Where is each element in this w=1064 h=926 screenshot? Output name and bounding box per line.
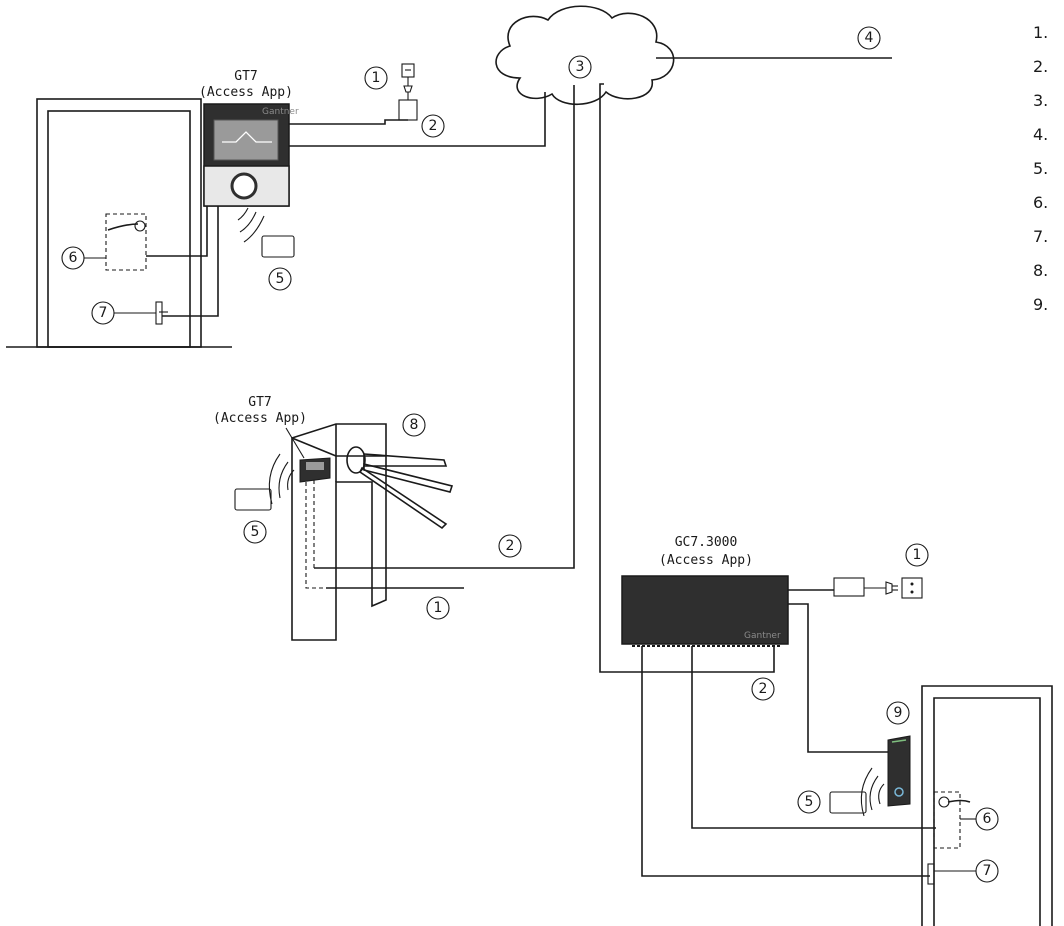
svg-text:2: 2 [506, 538, 515, 554]
svg-text:5: 5 [805, 794, 814, 810]
legend-item: 7. [1033, 227, 1048, 246]
svg-text:2: 2 [759, 681, 768, 697]
svg-text:4: 4 [865, 30, 874, 46]
callout-9: 9 [886, 701, 910, 725]
gc7-controller: Gantner [621, 575, 789, 647]
svg-text:7: 7 [983, 863, 992, 879]
legend-item: 4. [1033, 125, 1048, 144]
gt7-door-name: GT7 [234, 69, 257, 84]
svg-text:1: 1 [372, 70, 381, 86]
callout-5-door1: 5 [268, 267, 292, 291]
svg-text:8: 8 [410, 417, 419, 433]
svg-text:9: 9 [894, 705, 903, 721]
svg-text:3: 3 [576, 59, 585, 75]
card-door1 [261, 235, 295, 258]
legend-item: 9. [1033, 295, 1048, 314]
gt7-turnstile-app: (Access App) [213, 411, 307, 426]
wire-gc7-reader [788, 603, 890, 753]
callout-1-top: 1 [364, 66, 388, 90]
rf-waves-turnstile [268, 453, 295, 505]
callout-3: 3 [568, 55, 592, 79]
svg-text:6: 6 [69, 250, 78, 266]
door-2 [921, 685, 1053, 926]
wire-gt7-contact [162, 206, 219, 317]
wire-gt7-cloud [289, 92, 546, 147]
legend-list: 1. 2. 3. 4. 5. 6. 7. 8. 9. [1033, 23, 1048, 314]
wire-gt7-power [289, 119, 408, 125]
turnstile [291, 423, 454, 641]
card-reader [829, 791, 867, 814]
legend-item: 5. [1033, 159, 1048, 178]
gt7-turnstile-name: GT7 [248, 395, 271, 410]
svg-text:5: 5 [251, 524, 260, 540]
svg-text:1: 1 [434, 600, 443, 616]
door-1 [6, 98, 232, 348]
callout-1-turnstile: 1 [426, 596, 450, 620]
rf-waves-door1 [237, 207, 265, 243]
power-adapter-gc7 [788, 577, 923, 599]
legend-item: 3. [1033, 91, 1048, 110]
legend-item: 6. [1033, 193, 1048, 212]
gt7-door-terminal: Gantner [203, 103, 299, 207]
svg-text:6: 6 [983, 811, 992, 827]
legend-item: 1. [1033, 23, 1048, 42]
callout-6-door2: 6 [960, 807, 999, 831]
gc7-app: (Access App) [659, 553, 753, 568]
legend-item: 8. [1033, 261, 1048, 280]
svg-text:Gantner: Gantner [744, 631, 781, 641]
wire-gt7-handle [146, 206, 208, 257]
gc7-name: GC7.3000 [675, 535, 738, 550]
wire-turnstile-cloud [314, 85, 575, 569]
legend-item: 2. [1033, 57, 1048, 76]
network-cloud [495, 5, 675, 105]
power-adapter-top [398, 63, 418, 121]
callout-1-gc7: 1 [905, 543, 929, 567]
svg-text:2: 2 [429, 118, 438, 134]
wall-reader [887, 735, 911, 807]
wire-gc7-contact2 [641, 646, 930, 877]
svg-text:5: 5 [276, 271, 285, 287]
callout-6-door1: 6 [61, 246, 106, 270]
callout-7-door1: 7 [91, 301, 156, 325]
svg-text:Gantner: Gantner [262, 107, 299, 117]
wire-gc7-handle2 [691, 646, 936, 829]
callout-4: 4 [857, 26, 881, 50]
gt7-door-app: (Access App) [199, 85, 293, 100]
gt7-turnstile-leader [285, 427, 305, 459]
callout-5-reader: 5 [797, 790, 821, 814]
callout-2-top: 2 [421, 114, 445, 138]
wire-gc7-cloud [599, 83, 775, 673]
rf-waves-reader [860, 767, 885, 817]
callout-2-turnstile: 2 [498, 534, 522, 558]
svg-text:7: 7 [99, 305, 108, 321]
callout-7-door2: 7 [934, 859, 999, 883]
card-turnstile [234, 488, 272, 511]
callout-8: 8 [402, 413, 426, 437]
callout-2-gc7: 2 [751, 677, 775, 701]
svg-text:1: 1 [913, 547, 922, 563]
callout-5-turnstile: 5 [243, 520, 267, 544]
